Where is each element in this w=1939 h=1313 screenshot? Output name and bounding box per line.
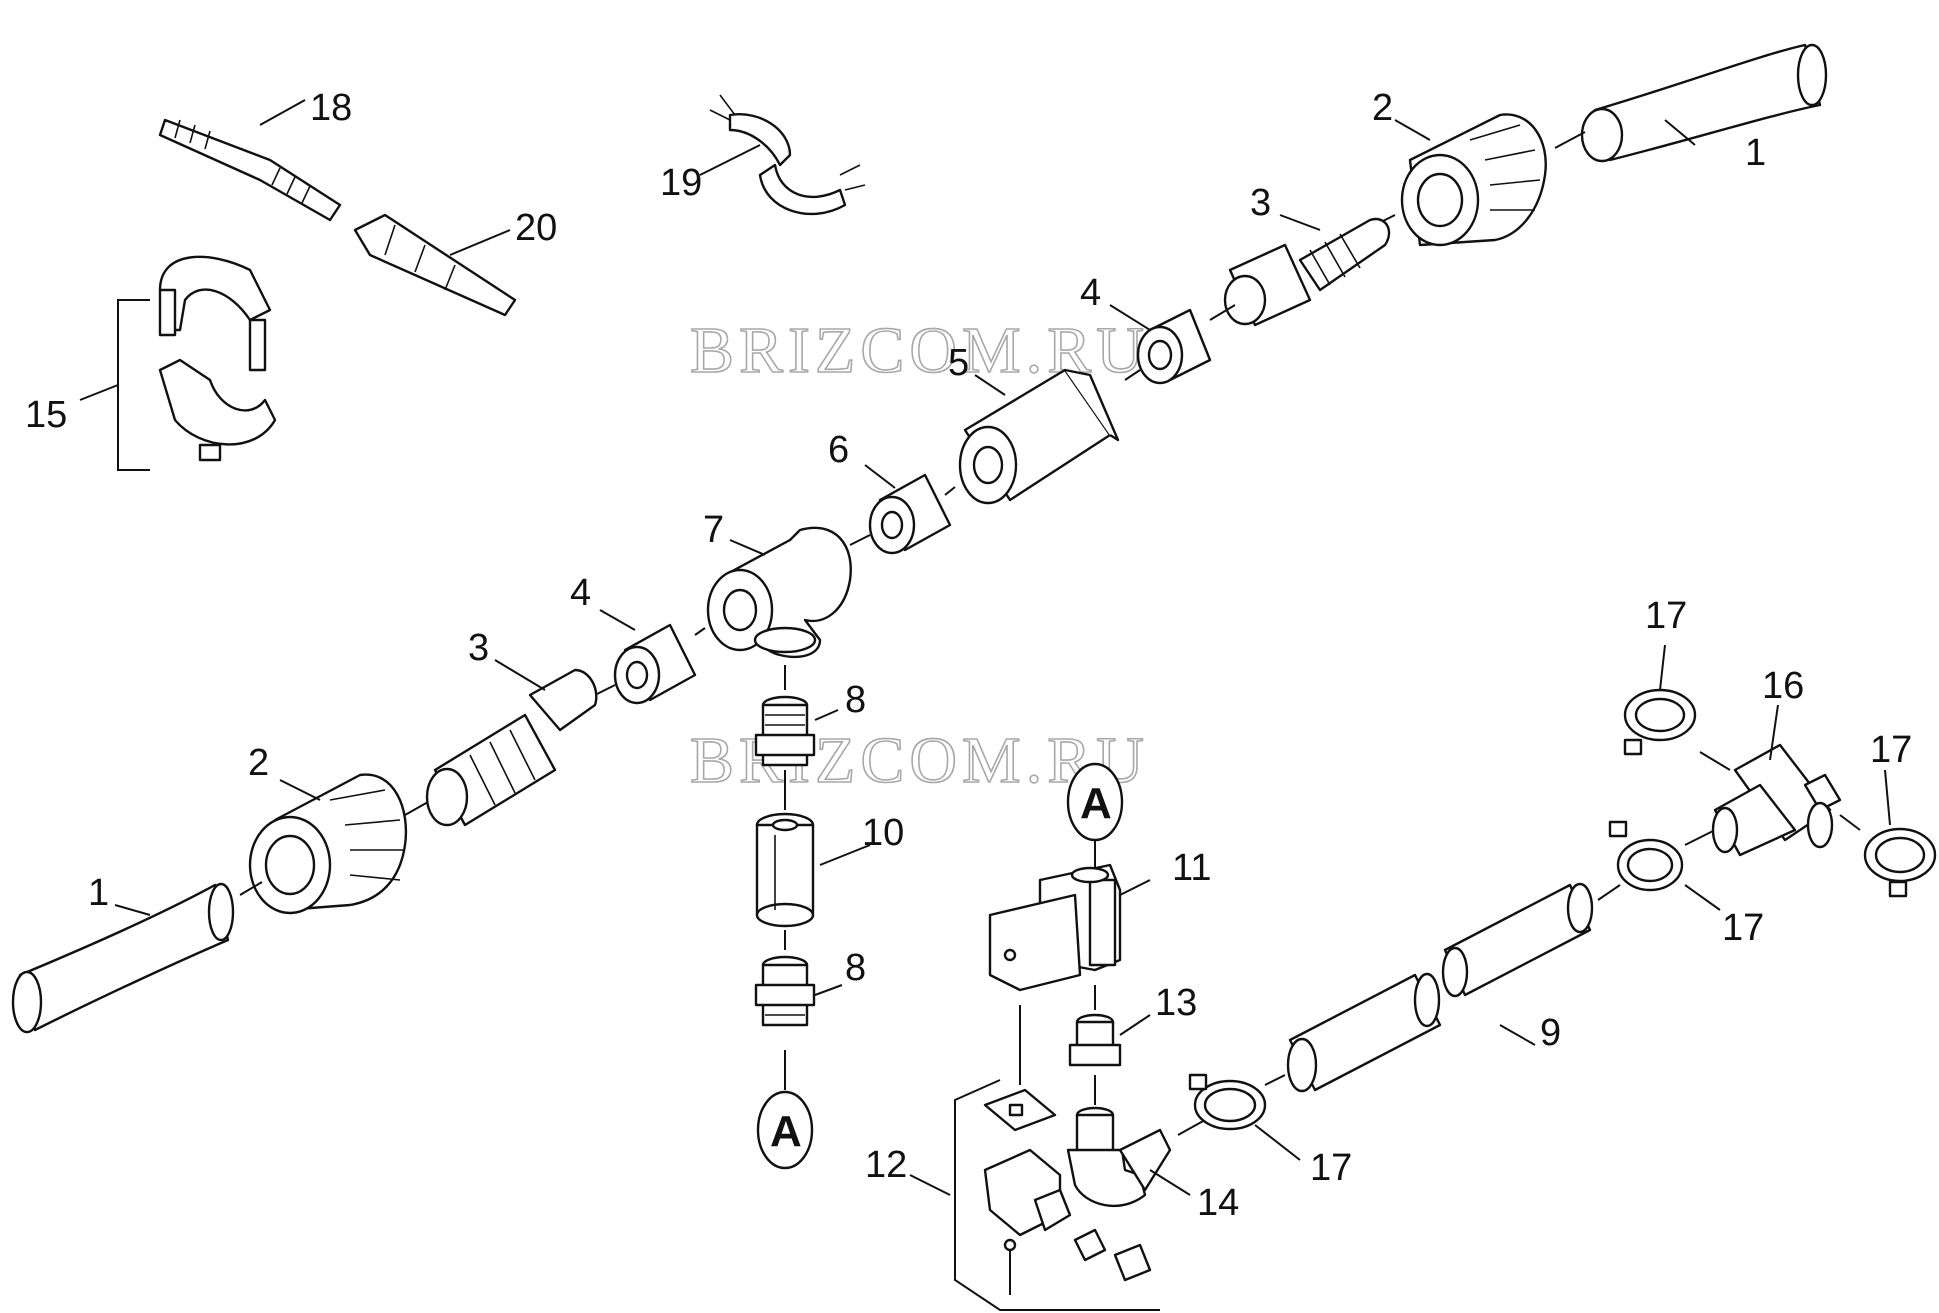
hose-9-left — [1286, 972, 1442, 1093]
hose-clamp-17-top — [1623, 688, 1697, 756]
label-part-18: 18 — [310, 87, 352, 129]
adapter-4-top — [1136, 308, 1212, 385]
hose-tee-16 — [1711, 743, 1842, 857]
label-part-7: 7 — [703, 509, 724, 551]
label-part-5: 5 — [948, 342, 969, 384]
connector-callout-a-top: A — [1066, 762, 1124, 842]
label-part-4-left: 4 — [570, 572, 591, 614]
connector-callout-a-bottom: A — [756, 1090, 814, 1170]
label-part-12: 12 — [865, 1144, 907, 1186]
label-part-20: 20 — [515, 207, 557, 249]
label-part-2-top: 2 — [1372, 87, 1393, 129]
svg-text:A: A — [770, 1107, 802, 1156]
coupling-10 — [755, 812, 815, 928]
hose-nipple-3-top — [1223, 217, 1391, 327]
hose-nipple-3-left — [425, 668, 598, 827]
adapter-4-left — [613, 623, 697, 705]
label-part-3-top: 3 — [1250, 182, 1271, 224]
coupling-5 — [958, 368, 1120, 505]
label-part-11: 11 — [1172, 847, 1211, 889]
wall-plug-20 — [353, 213, 517, 317]
adapter-6 — [868, 473, 952, 555]
stud-bolt-18 — [158, 118, 342, 222]
label-part-16: 16 — [1762, 665, 1804, 707]
label-part-6: 6 — [828, 429, 849, 471]
label-part-14: 14 — [1197, 1182, 1239, 1224]
label-part-17-middle: 17 — [1722, 907, 1764, 949]
label-part-17-left: 17 — [1310, 1147, 1352, 1189]
nipple-8-bottom — [754, 955, 816, 1027]
label-part-8-bottom: 8 — [845, 947, 866, 989]
label-part-9: 9 — [1540, 1012, 1561, 1054]
knurled-nut-2-left — [248, 773, 408, 915]
label-part-13: 13 — [1155, 982, 1197, 1024]
nipple-13 — [1068, 1013, 1122, 1067]
hose-1-left — [11, 882, 235, 1034]
hose-clamp-17-right — [1863, 827, 1937, 898]
label-part-17-right: 17 — [1870, 729, 1912, 771]
hose-clamp-17-middle — [1608, 820, 1684, 892]
hose-9-right — [1441, 882, 1594, 998]
nipple-8-top — [754, 695, 816, 767]
cable-grommet-19 — [709, 94, 866, 216]
svg-text:A: A — [1080, 779, 1112, 828]
label-part-4-top: 4 — [1080, 272, 1101, 314]
label-part-8-top: 8 — [845, 679, 866, 721]
label-part-17-top: 17 — [1645, 595, 1687, 637]
label-part-2-left: 2 — [248, 742, 269, 784]
hose-clamp-17-left — [1188, 1073, 1267, 1131]
label-part-1-top: 1 — [1745, 132, 1766, 174]
label-part-19: 19 — [660, 162, 702, 204]
label-part-3-left: 3 — [468, 627, 489, 669]
hose-1-top — [1580, 43, 1828, 163]
elbow-fitting-14 — [1066, 1106, 1172, 1208]
label-part-1-left: 1 — [88, 872, 109, 914]
watermark-top: BRIZCOM.RU — [690, 314, 1149, 387]
pipe-clamp-15 — [158, 255, 277, 462]
plug-connector-12 — [983, 1088, 1152, 1295]
solenoid-valve-11 — [988, 863, 1122, 992]
tee-fitting-7 — [706, 526, 852, 659]
label-part-10: 10 — [862, 812, 904, 854]
label-part-15: 15 — [25, 394, 67, 436]
knurled-nut-2-top — [1400, 113, 1547, 247]
